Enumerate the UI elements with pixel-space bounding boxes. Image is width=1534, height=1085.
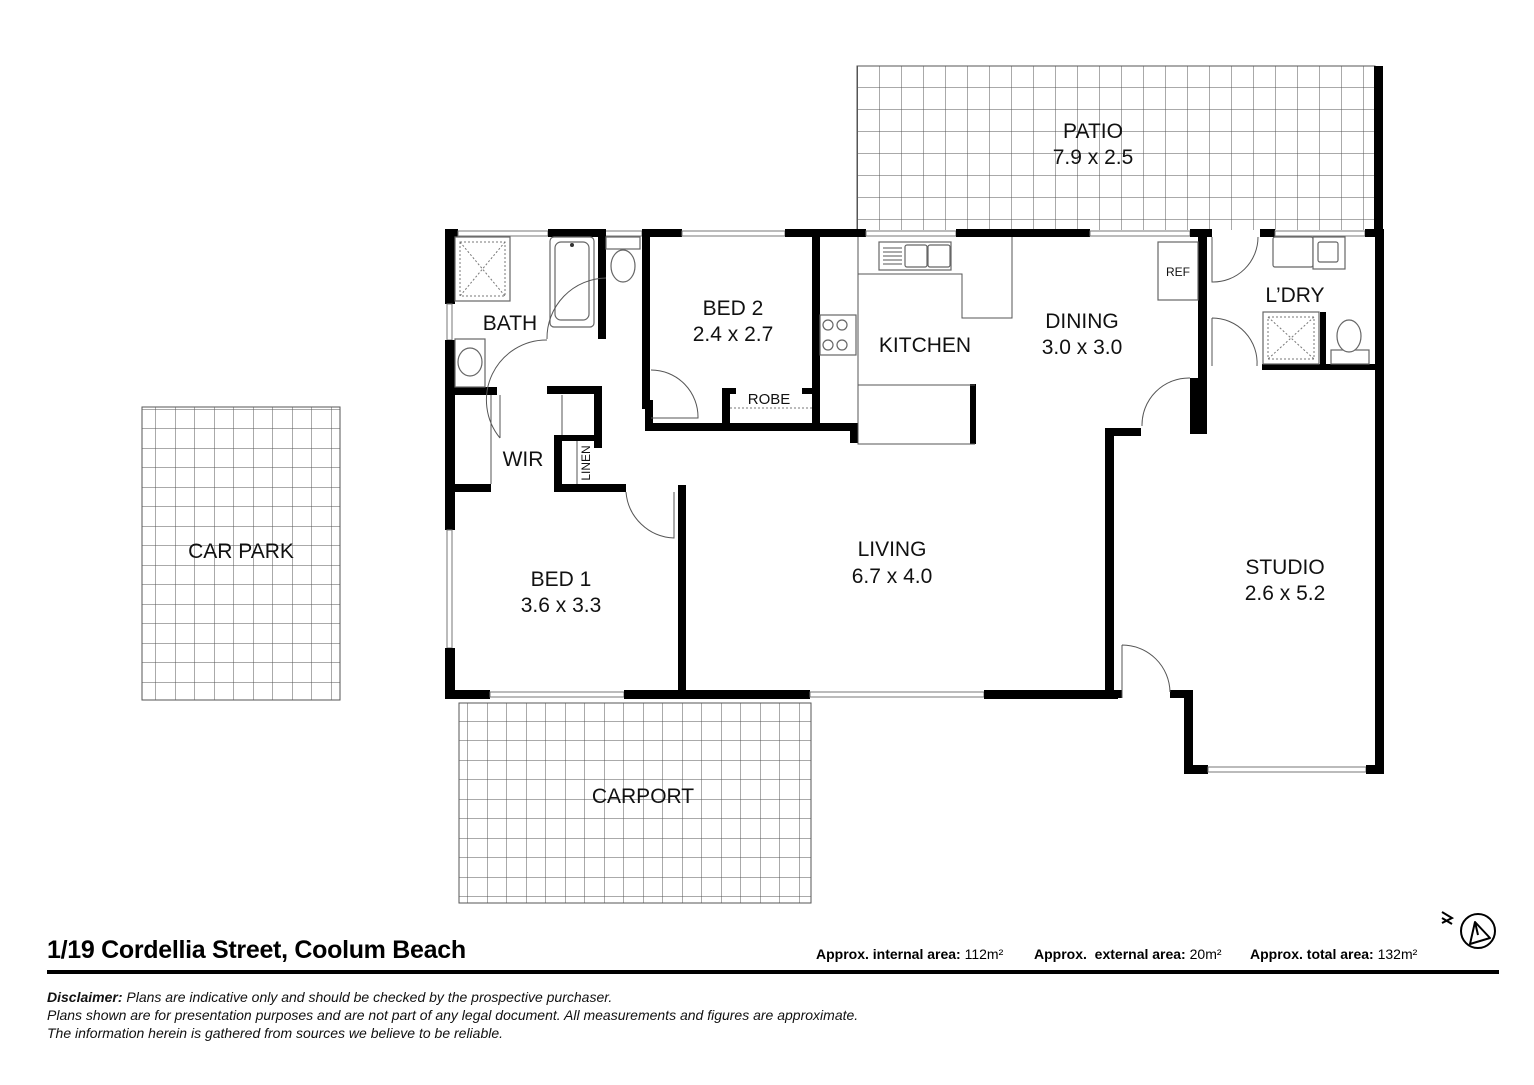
fixtures xyxy=(454,236,1370,484)
bath-label: BATH xyxy=(483,312,537,335)
kitchen-label: KITCHEN xyxy=(879,334,971,357)
doors xyxy=(485,236,1259,698)
walls xyxy=(445,229,1384,774)
internal-area-value: 112m² xyxy=(964,946,1004,962)
bed1-size: 3.6 x 3.3 xyxy=(521,594,602,617)
bed1-label: BED 1 xyxy=(531,568,592,591)
bed2-size: 2.4 x 2.7 xyxy=(693,323,774,346)
property-address: 1/19 Cordellia Street, Coolum Beach xyxy=(47,936,466,964)
total-area: Approx. total area: 132m² xyxy=(1250,946,1417,962)
patio-area xyxy=(856,65,1383,236)
patio-label: PATIO xyxy=(1063,120,1123,143)
patio-size: 7.9 x 2.5 xyxy=(1053,146,1134,169)
room-labels: PATIO 7.9 x 2.5 BATH BED 2 2.4 x 2.7 ROB… xyxy=(188,120,1325,808)
dining-label: DINING xyxy=(1045,310,1119,333)
bed2-label: BED 2 xyxy=(703,297,764,320)
ref-label: REF xyxy=(1166,265,1190,279)
internal-area-label: Approx. internal area: xyxy=(816,946,961,962)
laundry-label: L’DRY xyxy=(1265,284,1324,307)
studio-size: 2.6 x 5.2 xyxy=(1245,582,1326,605)
external-area-value: 20m² xyxy=(1189,946,1222,962)
external-area: Approx. external area: 20m² xyxy=(1034,946,1222,962)
studio-label: STUDIO xyxy=(1245,556,1324,579)
dining-size: 3.0 x 3.0 xyxy=(1042,336,1123,359)
robe-label: ROBE xyxy=(748,391,791,408)
divider xyxy=(47,970,1499,974)
disclaimer-heading: Disclaimer: xyxy=(47,989,123,1005)
carport-label: CARPORT xyxy=(592,785,694,808)
disclaimer-line-2: Plans shown are for presentation purpose… xyxy=(47,1007,859,1023)
living-size: 6.7 x 4.0 xyxy=(852,565,933,588)
living-label: LIVING xyxy=(858,538,927,561)
north-arrow-icon xyxy=(1441,911,1496,949)
wir-label: WIR xyxy=(503,448,544,471)
disclaimer-line-3: The information herein is gathered from … xyxy=(47,1025,504,1041)
car-park-area xyxy=(141,406,341,701)
linen-label: LINEN xyxy=(579,445,593,480)
external-area-label: Approx. external area: xyxy=(1034,946,1186,962)
disclaimer: Disclaimer: Plans are indicative only an… xyxy=(47,988,858,1042)
total-area-value: 132m² xyxy=(1377,946,1418,962)
carport-area xyxy=(458,702,812,904)
disclaimer-line-1: Plans are indicative only and should be … xyxy=(126,989,613,1005)
car-park-label: CAR PARK xyxy=(188,540,294,563)
internal-area: Approx. internal area: 112m² xyxy=(816,946,1003,962)
total-area-label: Approx. total area: xyxy=(1250,946,1374,962)
